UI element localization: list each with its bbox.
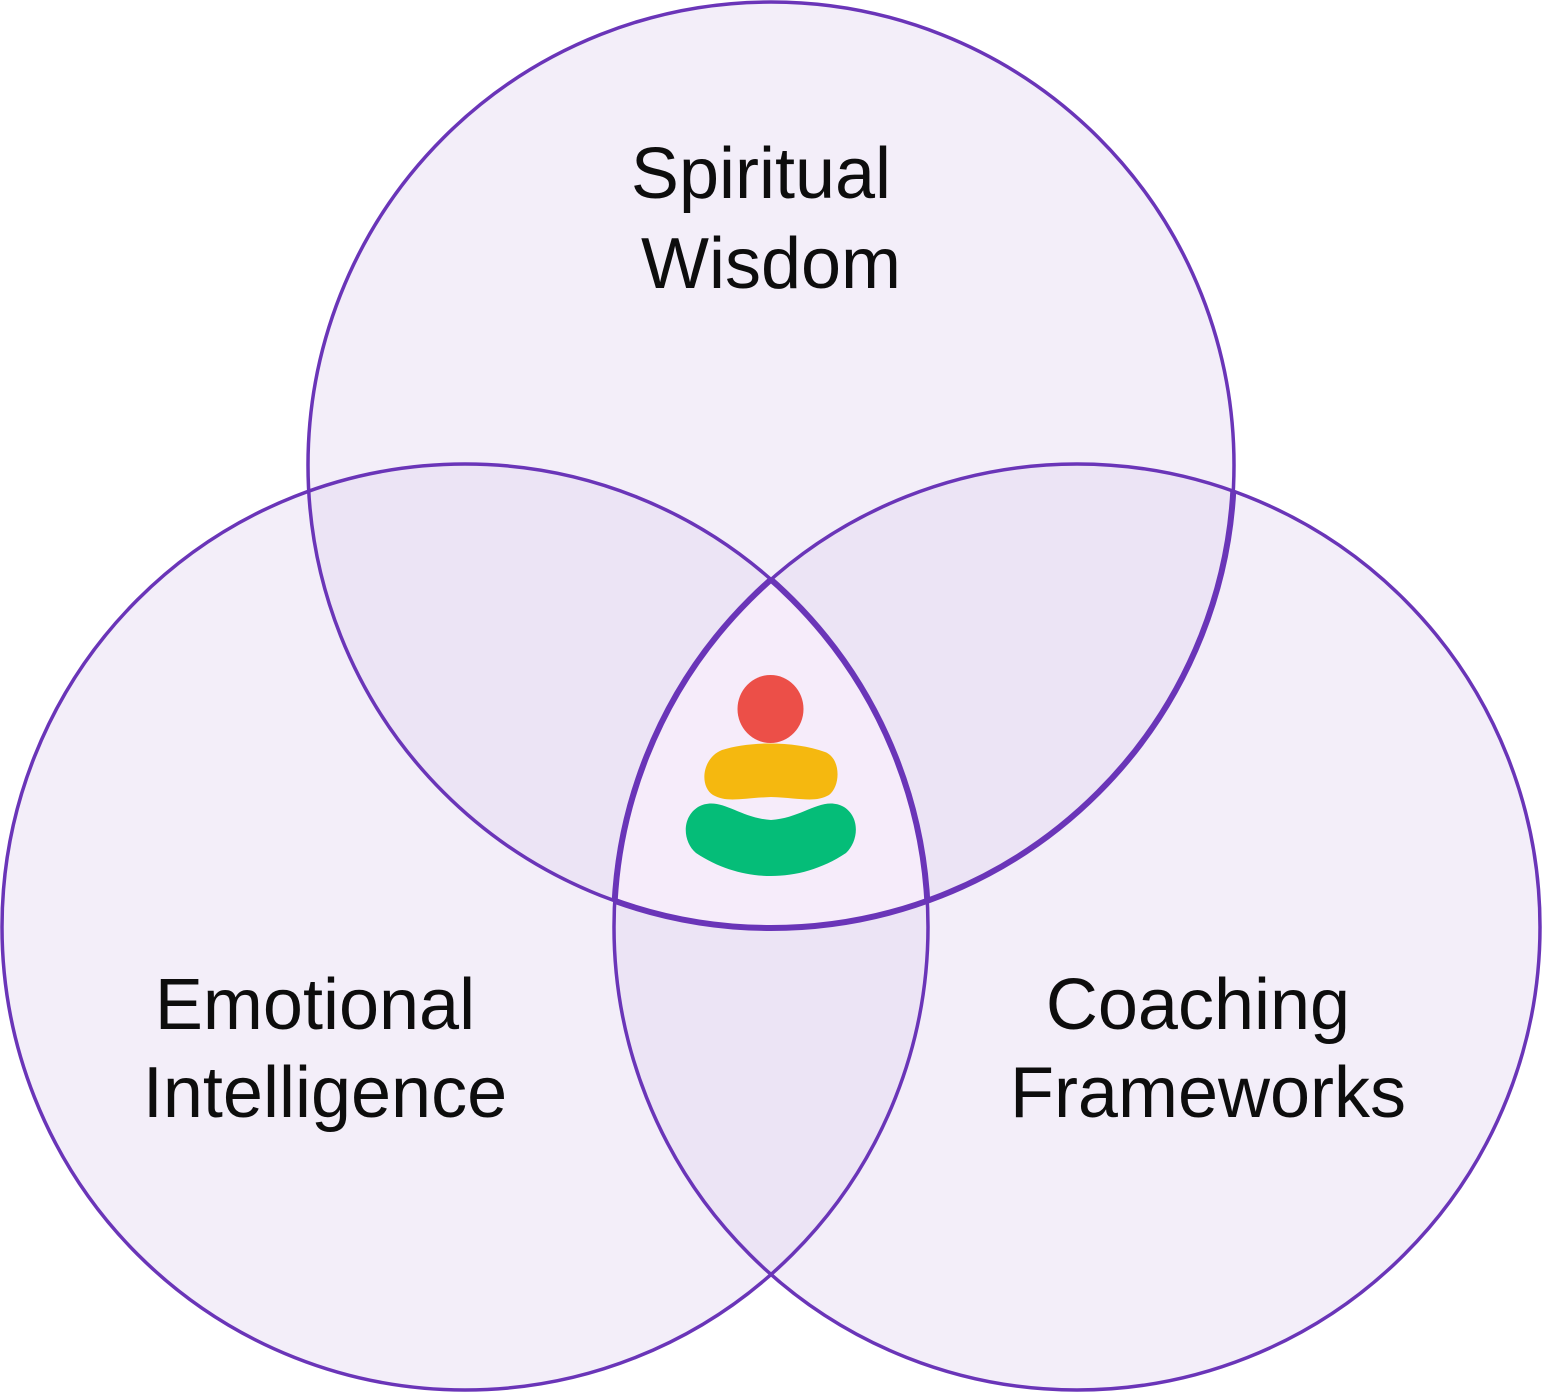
- label-line: Frameworks: [1010, 1053, 1406, 1133]
- circle-right-outline: [612, 462, 1542, 1392]
- green-stone-icon: [685, 803, 856, 876]
- label-line: Coaching: [1046, 965, 1350, 1045]
- stacked-stones-logo-icon: [685, 675, 856, 876]
- label-line: Spiritual: [631, 134, 891, 214]
- label-coaching-frameworks: Coaching Frameworks: [1010, 965, 1406, 1133]
- circle-left-outline: [0, 462, 930, 1392]
- yellow-stone-icon: [704, 743, 838, 800]
- label-line: Intelligence: [143, 1053, 507, 1133]
- label-line: Emotional: [155, 965, 475, 1045]
- red-stone-icon: [737, 675, 804, 743]
- label-spiritual-wisdom: Spiritual Wisdom: [631, 134, 911, 304]
- label-line: Wisdom: [641, 224, 901, 304]
- center-intersection: [614, 464, 928, 928]
- label-emotional-intelligence: Emotional Intelligence: [143, 965, 507, 1133]
